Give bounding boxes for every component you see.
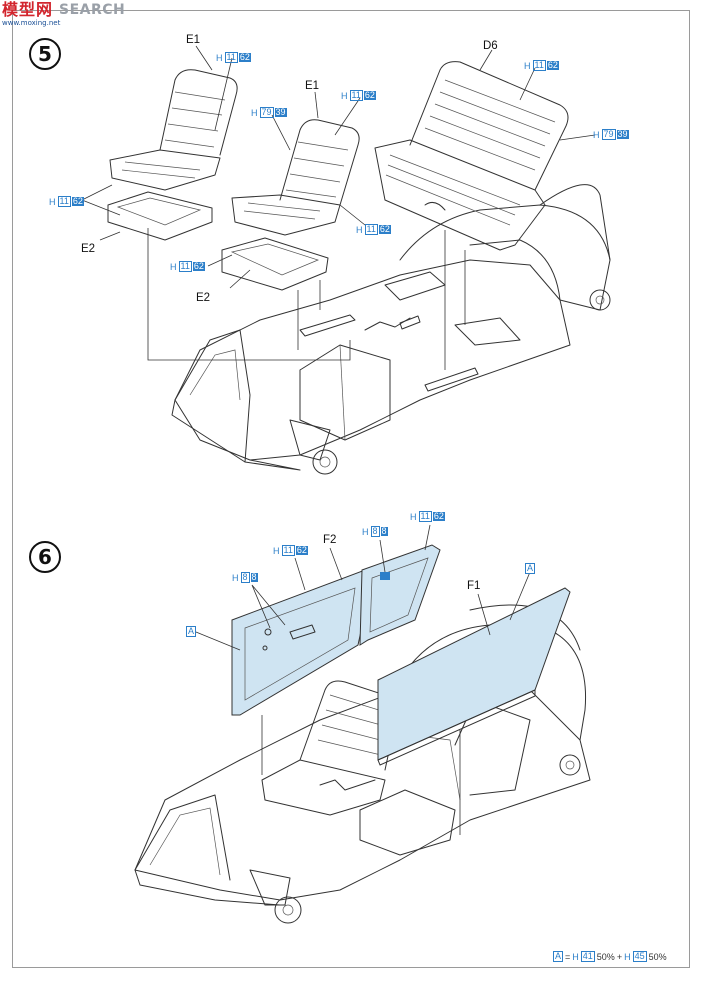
watermark: 模型网 SEARCH www.moxing.net: [2, 0, 126, 28]
step6-drawing: [134, 524, 591, 924]
part-label-e1-right: E1: [305, 80, 320, 92]
paint-mix-legend: A = H 41 50% + H 45 50%: [553, 951, 667, 962]
window-panel-f1: [377, 587, 571, 761]
page-border: [12, 10, 690, 968]
part-label-f1: F1: [467, 580, 481, 592]
color-label-a: A: [186, 626, 197, 637]
color-label-a: A: [525, 563, 536, 574]
step-number-5: 5: [29, 38, 61, 70]
part-label-e2-left: E2: [81, 243, 96, 255]
step-number-6: 6: [29, 541, 61, 573]
part-label-d6: D6: [483, 40, 498, 52]
watermark-url: www.moxing.net: [2, 19, 61, 27]
part-label-e2-right: E2: [196, 292, 211, 304]
part-label-f2: F2: [323, 534, 337, 546]
door-panel-f2: [231, 569, 371, 716]
watermark-search: SEARCH: [59, 2, 126, 18]
watermark-logo: 模型网: [2, 0, 54, 19]
part-label-e1-left: E1: [186, 34, 201, 46]
step5-drawing: [81, 45, 611, 475]
legend-symbol: A: [553, 951, 564, 962]
